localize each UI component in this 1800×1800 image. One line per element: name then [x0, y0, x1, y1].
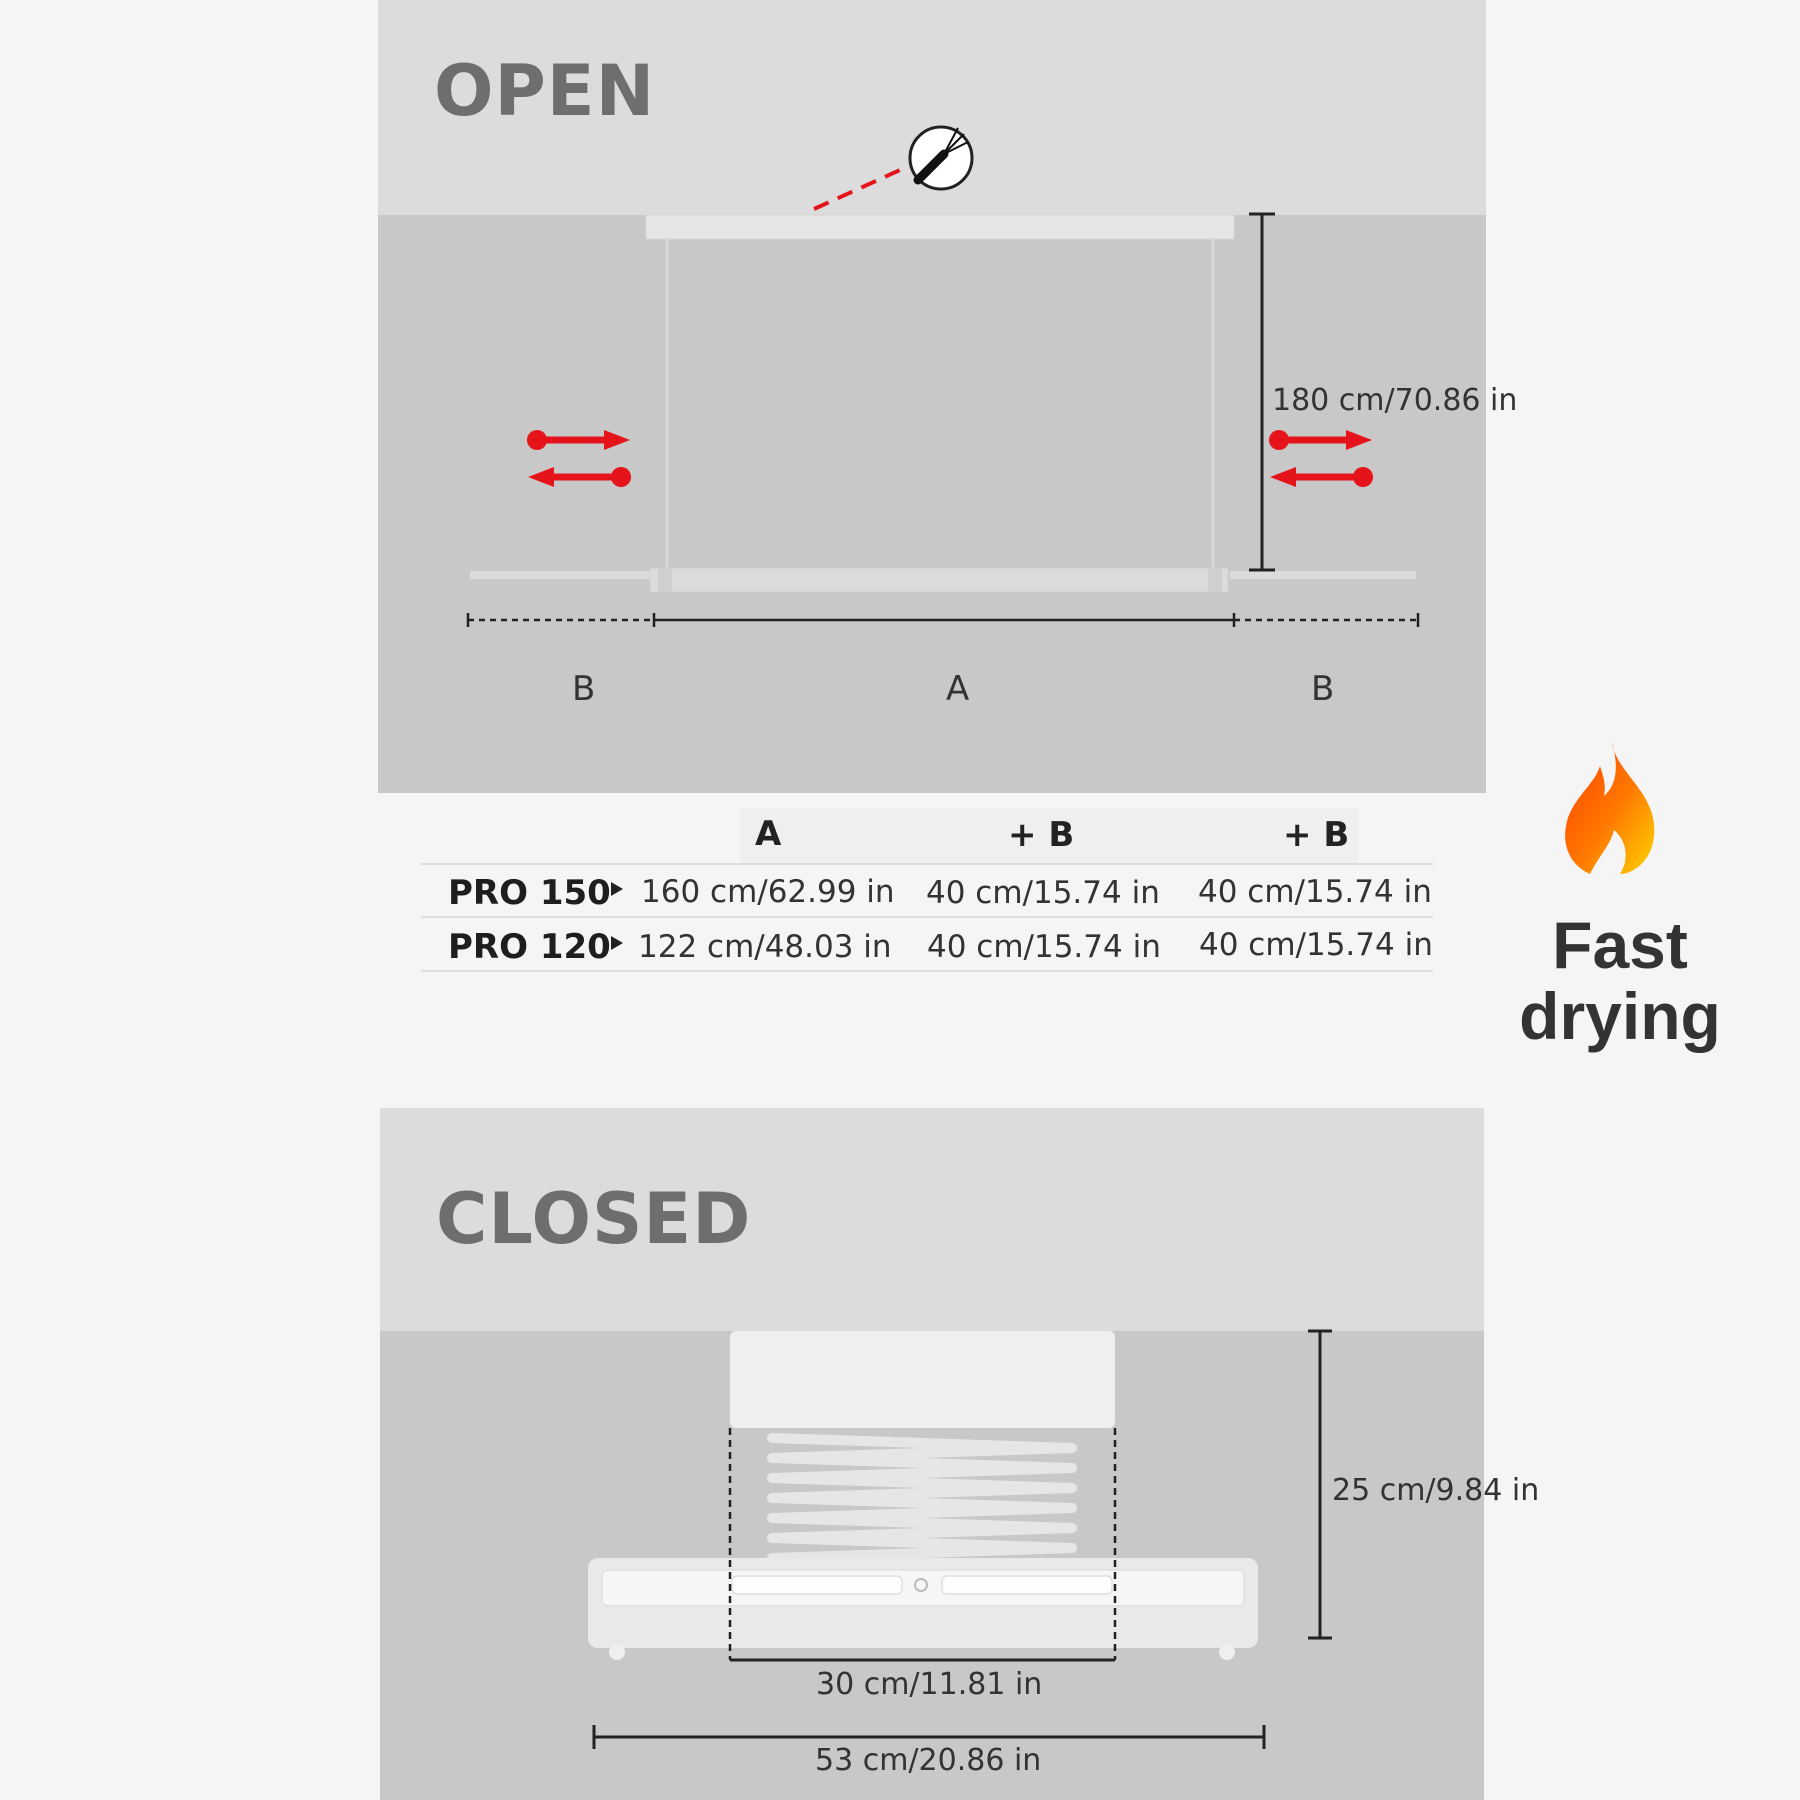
bar-extension-left	[470, 571, 656, 579]
table-row-model: PRO 120	[448, 927, 611, 967]
table-header-a: A	[755, 814, 782, 854]
bar-extension-right	[1230, 571, 1416, 579]
closed-title: CLOSED	[436, 1178, 752, 1260]
table-header-b2: + B	[1283, 815, 1350, 855]
table-row-b1-value: 40 cm/15.74 in	[927, 929, 1161, 965]
open-title: OPEN	[434, 50, 656, 132]
feature-line-1: Fast	[1552, 908, 1688, 982]
table-row-b2-value: 40 cm/15.74 in	[1198, 874, 1432, 910]
segment-label-a: A	[946, 669, 970, 709]
closed-height-dimension	[1308, 1329, 1332, 1640]
extend-arrows-right	[1269, 430, 1373, 487]
hanging-bar-center	[649, 567, 1229, 593]
row-pointer-icon	[611, 882, 623, 896]
table-rule	[421, 863, 1433, 865]
closed-height-label: 25 cm/9.84 in	[1332, 1473, 1540, 1508]
table-row-a-value: 160 cm/62.99 in	[641, 874, 895, 910]
ceiling-housing	[730, 1331, 1115, 1428]
table-row-model: PRO 150	[448, 873, 611, 913]
table-header-b1: + B	[1008, 815, 1075, 855]
height-dimension	[1249, 212, 1275, 572]
open-wall-area	[378, 215, 1486, 793]
folded-scissor-arms	[767, 1433, 1077, 1563]
power-cable-icon	[813, 125, 974, 211]
segment-label-b-left: B	[572, 669, 596, 709]
closed-ceiling-area	[380, 1108, 1484, 1331]
row-pointer-icon	[611, 936, 623, 950]
segment-label-b-right: B	[1311, 669, 1335, 709]
width-dimension	[466, 613, 1420, 627]
table-row-b1-value: 40 cm/15.74 in	[926, 875, 1160, 911]
table-row-b2-value: 40 cm/15.74 in	[1199, 927, 1433, 963]
spec-table-header-bg	[740, 808, 1358, 864]
table-rule	[421, 970, 1433, 972]
table-rule	[421, 916, 1433, 918]
table-row-a-value: 122 cm/48.03 in	[638, 929, 892, 965]
closed-outer-width-label: 53 cm/20.86 in	[815, 1743, 1042, 1778]
open-height-label: 180 cm/70.86 in	[1272, 383, 1518, 418]
feature-line-2: drying	[1519, 979, 1721, 1054]
feature-text: Fast drying	[1500, 908, 1740, 1054]
ceiling-unit	[645, 214, 1235, 240]
outer-width-dimension	[592, 1725, 1266, 1749]
flame-icon	[1565, 742, 1655, 874]
extend-arrows-left	[527, 430, 631, 487]
closed-diagram	[588, 1329, 1332, 1749]
open-diagram	[466, 125, 1420, 627]
closed-inner-width-label: 30 cm/11.81 in	[816, 1667, 1043, 1702]
